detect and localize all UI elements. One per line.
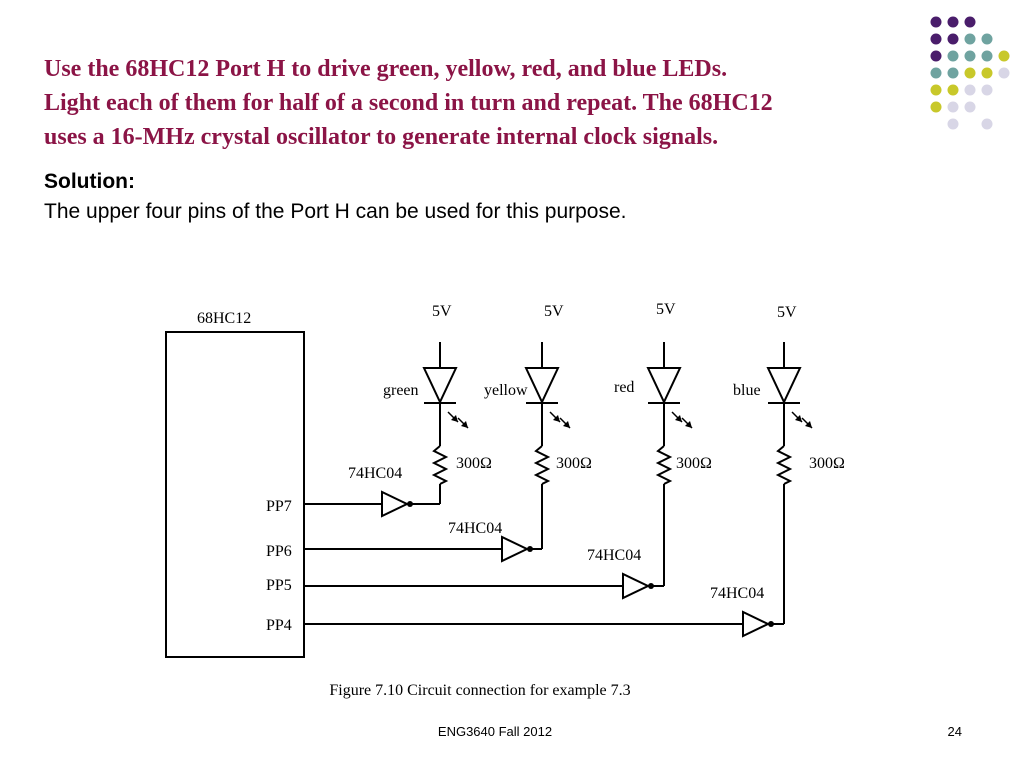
resistor-value: 300Ω <box>676 455 712 472</box>
led-diode-red <box>646 367 682 405</box>
led-channel-green: 5V green 300Ω 74HC04 <box>304 303 492 518</box>
solution-text: The upper four pins of the Port H can be… <box>44 200 627 223</box>
led-diode-blue <box>766 367 802 405</box>
solution-heading: Solution: <box>44 170 135 193</box>
deco-dot <box>964 101 976 113</box>
inverter-gate <box>742 610 771 638</box>
inverter-gate <box>501 535 530 563</box>
title-line: Light each of them for half of a second … <box>44 90 773 116</box>
led-diode-yellow <box>524 367 560 405</box>
decorative-dot-grid <box>930 16 1010 130</box>
pin-label-pp4: PP4 <box>266 617 292 634</box>
figure-caption: Figure 7.10 Circuit connection for examp… <box>329 682 631 699</box>
pin-label-pp5: PP5 <box>266 577 292 594</box>
led-label-red: red <box>614 379 634 396</box>
title-line: Use the 68HC12 Port H to drive green, ye… <box>44 56 728 82</box>
deco-dot <box>998 50 1010 62</box>
deco-dot <box>947 84 959 96</box>
deco-dot <box>981 118 993 130</box>
resistor-yellow <box>533 445 551 485</box>
deco-dot <box>981 33 993 45</box>
deco-dot <box>964 33 976 45</box>
deco-dot <box>964 67 976 79</box>
led-channel-red: 5V red 300Ω 74HC04 <box>304 301 712 600</box>
pin-label-pp6: PP6 <box>266 543 292 560</box>
deco-dot <box>930 50 942 62</box>
led-label-yellow: yellow <box>484 382 528 399</box>
supply-label: 5V <box>432 303 452 320</box>
deco-dot <box>964 50 976 62</box>
deco-dot <box>930 16 942 28</box>
resistor-blue <box>775 445 793 485</box>
inverter-gate <box>622 572 651 600</box>
pin-label-pp7: PP7 <box>266 498 292 515</box>
deco-dot <box>964 84 976 96</box>
dot-grid-group <box>930 16 1010 130</box>
deco-dot <box>930 67 942 79</box>
resistor-red <box>655 445 673 485</box>
resistor-green <box>431 445 449 485</box>
resistor-value: 300Ω <box>809 455 845 472</box>
slide-title: Use the 68HC12 Port H to drive green, ye… <box>44 52 924 154</box>
title-line: uses a 16-MHz crystal oscillator to gene… <box>44 124 719 150</box>
deco-dot <box>964 16 976 28</box>
deco-dot <box>947 33 959 45</box>
deco-dot <box>947 101 959 113</box>
inverter-label: 74HC04 <box>348 465 402 482</box>
deco-dot <box>981 67 993 79</box>
mcu-chip-box <box>165 331 305 658</box>
supply-label: 5V <box>777 304 797 321</box>
deco-dot <box>981 50 993 62</box>
led-channel-blue: 5V blue 300Ω 74HC04 <box>304 304 845 638</box>
supply-label: 5V <box>544 303 564 320</box>
inverter-label: 74HC04 <box>587 547 641 564</box>
deco-dot <box>947 50 959 62</box>
page-number: 24 <box>947 724 962 739</box>
deco-dot <box>947 118 959 130</box>
deco-dot <box>947 16 959 28</box>
deco-dot <box>981 84 993 96</box>
deco-dot <box>930 33 942 45</box>
led-channel-yellow: 5V yellow 300Ω 74HC04 <box>304 303 592 563</box>
resistor-value: 300Ω <box>456 455 492 472</box>
deco-dot <box>998 67 1010 79</box>
deco-dot <box>947 67 959 79</box>
mcu-chip-label: 68HC12 <box>197 310 251 327</box>
led-label-blue: blue <box>733 382 761 399</box>
resistor-value: 300Ω <box>556 455 592 472</box>
inverter-gate <box>381 490 410 518</box>
inverter-label: 74HC04 <box>448 520 502 537</box>
deco-dot <box>930 84 942 96</box>
deco-dot <box>930 101 942 113</box>
slide-footer: ENG3640 Fall 2012 <box>437 724 553 739</box>
led-label-green: green <box>383 382 419 399</box>
led-diode-green <box>422 367 458 405</box>
supply-label: 5V <box>656 301 676 318</box>
inverter-label: 74HC04 <box>710 585 764 602</box>
